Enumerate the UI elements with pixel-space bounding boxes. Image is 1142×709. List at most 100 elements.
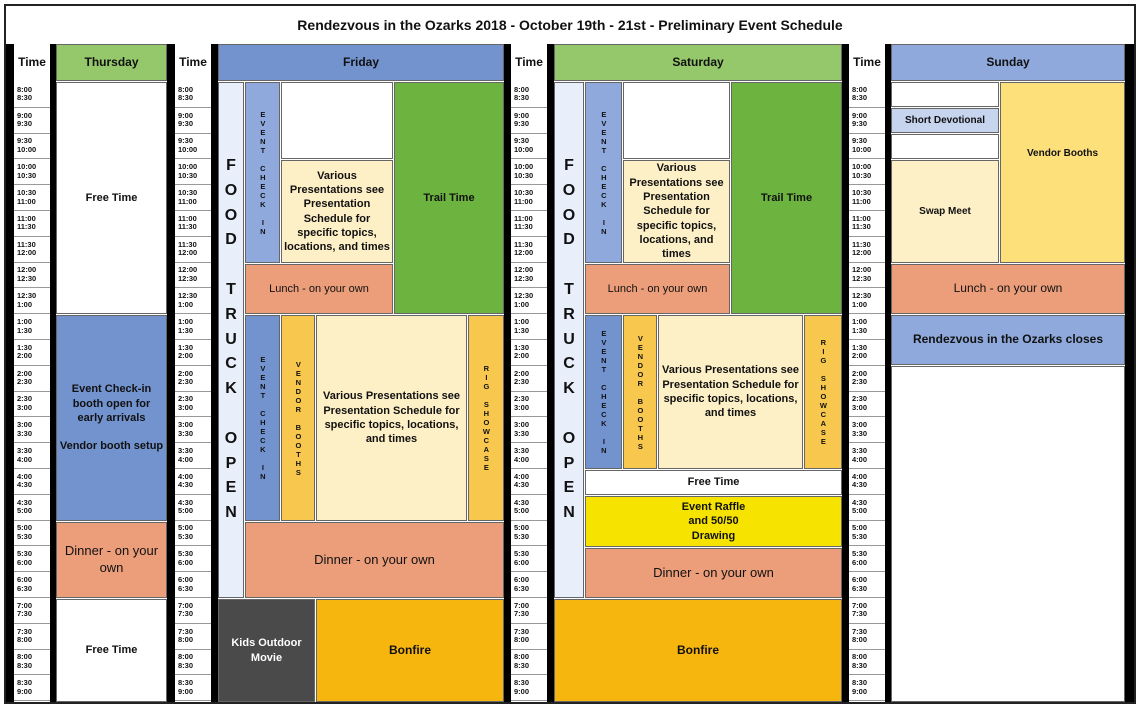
time-slot-end: 11:30 xyxy=(852,222,871,232)
time-slot-start: 4:30 xyxy=(852,497,868,507)
time-slot-start: 5:00 xyxy=(178,523,194,533)
day-header-saturday: Saturday xyxy=(554,44,842,81)
time-slot-start: 5:30 xyxy=(852,549,868,559)
time-slot-end: 8:30 xyxy=(852,93,868,103)
time-slot-start: 7:30 xyxy=(17,626,33,636)
food-truck-letter: P xyxy=(225,454,237,472)
time-slot-start: 12:30 xyxy=(514,291,534,301)
time-slot-end: 8:30 xyxy=(514,660,530,670)
time-header: Time xyxy=(14,44,50,81)
time-slot-end: 7:30 xyxy=(178,609,194,619)
time-slot-end: 5:30 xyxy=(514,531,530,541)
time-slot-start: 11:00 xyxy=(852,213,871,223)
lunch-block: Lunch - on your own xyxy=(245,264,393,314)
time-slot-end: 8:30 xyxy=(17,93,33,103)
time-slot-end: 1:30 xyxy=(17,325,33,335)
time-slot-end: 5:00 xyxy=(852,506,868,516)
food-truck-letter: C xyxy=(563,355,575,373)
time-slot-start: 7:30 xyxy=(852,626,868,636)
time-slot-start: 8:30 xyxy=(514,678,530,688)
time-slot-start: 3:00 xyxy=(178,420,194,430)
time-slot-end: 8:30 xyxy=(178,93,194,103)
food-truck-letter: F xyxy=(226,157,236,175)
time-slot-end: 1:30 xyxy=(852,325,868,335)
time-slot-start: 1:30 xyxy=(514,342,530,352)
time-slot-end: 10:30 xyxy=(514,170,534,180)
time-slot-start: 3:30 xyxy=(178,445,194,455)
time-header: Time xyxy=(849,44,885,81)
time-slot-end: 5:30 xyxy=(17,531,33,541)
time-slot-end: 1:00 xyxy=(514,299,530,309)
time-slot-end: 8:00 xyxy=(178,635,194,645)
food-truck-letter xyxy=(567,402,571,427)
time-slot-end: 11:00 xyxy=(852,196,871,206)
time-slot-end: 6:00 xyxy=(514,557,530,567)
time-slot-start: 12:30 xyxy=(852,291,872,301)
rig-showcase-block: RIG SHOWCASE xyxy=(468,315,504,521)
vendor-booths-block: VENDOR BOOTHS xyxy=(623,315,657,469)
time-slot-end: 2:00 xyxy=(17,351,33,361)
thursday-column: Thursday Free Time Event Check-in booth … xyxy=(56,44,167,702)
time-slot-end: 6:30 xyxy=(514,583,530,593)
time-slot-end: 8:00 xyxy=(17,635,33,645)
time-slot-start: 1:00 xyxy=(514,316,530,326)
time-slot-start: 8:30 xyxy=(852,678,868,688)
food-truck-letter: O xyxy=(224,206,238,224)
time-slot-start: 1:00 xyxy=(178,316,194,326)
time-slot-end: 9:30 xyxy=(17,119,33,129)
presentations-am: Various Presentations see Presentation S… xyxy=(281,160,393,263)
time-slot-end: 11:00 xyxy=(17,196,36,206)
food-truck-letter: T xyxy=(564,281,574,298)
empty-slot xyxy=(891,134,999,159)
time-slot-end: 11:30 xyxy=(178,222,197,232)
time-slot-start: 7:30 xyxy=(514,626,530,636)
time-slot-start: 6:00 xyxy=(852,574,868,584)
lunch-block: Lunch - on your own xyxy=(585,264,730,314)
event-checkin-pm: EVENT CHECK IN xyxy=(245,315,280,521)
food-truck-letter: O xyxy=(224,181,238,199)
time-slot-start: 7:00 xyxy=(17,600,33,610)
time-slot-start: 4:00 xyxy=(514,471,530,481)
food-truck-letter: N xyxy=(563,504,575,522)
time-slot-end: 3:30 xyxy=(17,428,33,438)
time-slot-start: 3:00 xyxy=(17,420,33,430)
time-slot-start: 9:30 xyxy=(17,136,33,146)
time-slot-end: 12:00 xyxy=(178,248,198,258)
time-slot-start: 2:30 xyxy=(852,394,868,404)
food-truck-letter: U xyxy=(563,330,575,348)
time-slot-end: 2:00 xyxy=(514,351,530,361)
time-slot-end: 6:30 xyxy=(17,583,33,593)
time-slot-start: 8:00 xyxy=(852,652,868,662)
time-slot-end: 3:00 xyxy=(178,402,194,412)
